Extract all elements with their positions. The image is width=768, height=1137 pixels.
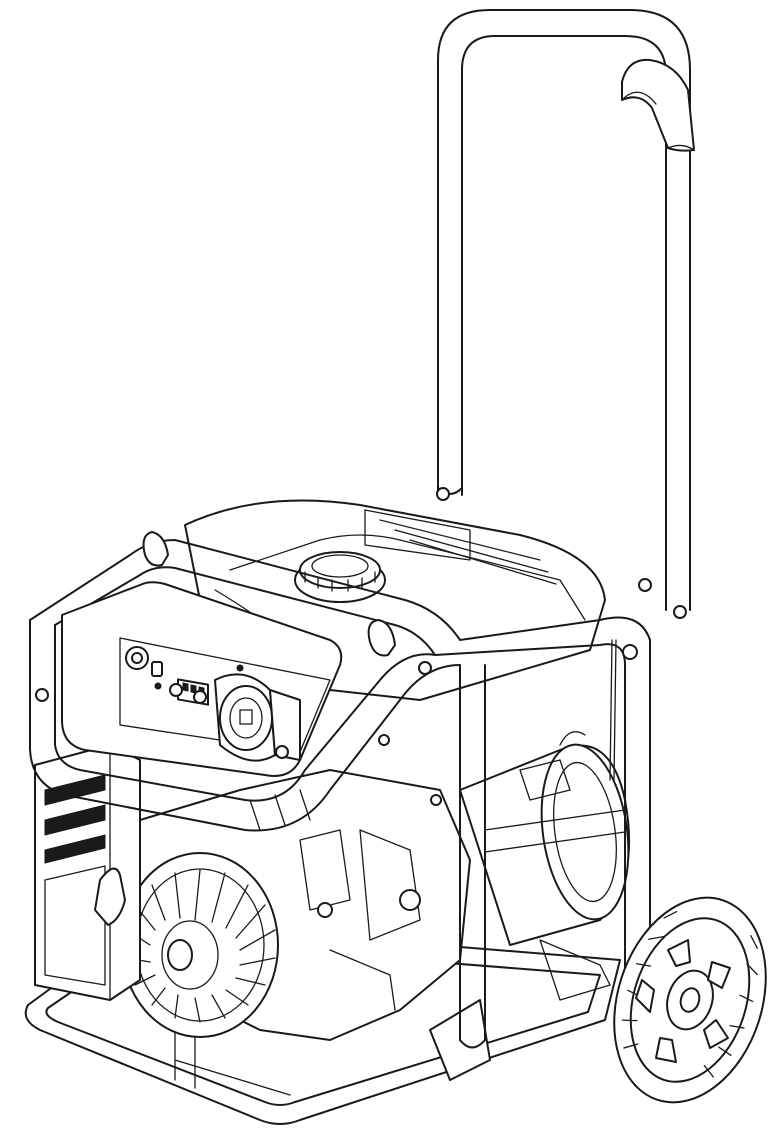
support-chain xyxy=(609,639,617,781)
air-filter-box xyxy=(34,744,141,1001)
ac-outlet-socket xyxy=(214,673,301,762)
dc-terminals xyxy=(169,664,244,704)
circuit-breaker xyxy=(151,661,163,690)
fuel-cap xyxy=(294,551,386,603)
lifting-eye xyxy=(436,487,652,592)
choke-lever xyxy=(94,867,126,926)
handle-grip xyxy=(621,58,695,152)
wheel xyxy=(613,896,767,1104)
tank-clip-left xyxy=(142,531,169,567)
tank-clip-right xyxy=(367,619,396,657)
recoil-starter xyxy=(121,852,279,1038)
frame-bolts xyxy=(35,605,687,806)
panel-switch xyxy=(125,646,149,670)
base-frame xyxy=(24,924,621,1125)
